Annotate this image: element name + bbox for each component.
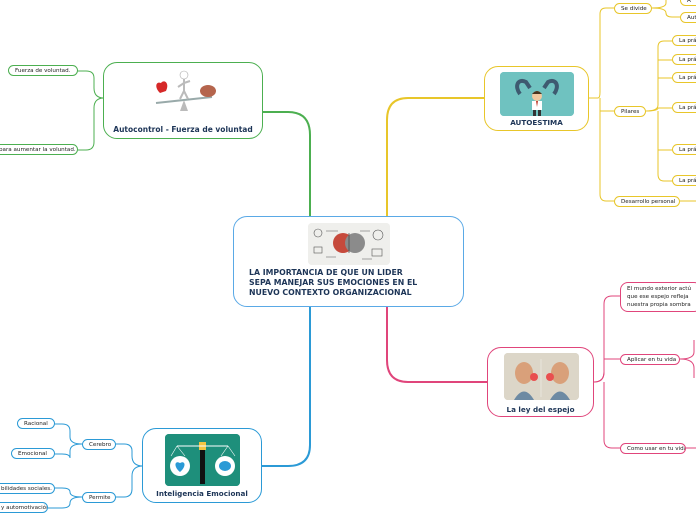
leaf-cerebro[interactable]: Cerebro: [82, 439, 116, 450]
heart-brain-scale-image: [165, 434, 240, 486]
leaf-pilar-4[interactable]: La prá: [672, 102, 696, 113]
leaf-automotivacion[interactable]: y automotivación: [0, 502, 48, 513]
ley-del-espejo-node[interactable]: La ley del espejo: [487, 347, 594, 417]
autocontrol-title: Autocontrol - Fuerza de voluntad: [113, 125, 253, 134]
strong-person-image: [500, 72, 574, 116]
leaf-desarrollo-personal[interactable]: Desarrollo personal: [614, 196, 680, 207]
leaf-fuerza-de-voluntad[interactable]: Fuerza de voluntad.: [8, 65, 78, 76]
leaf-pilar-3[interactable]: La prá: [672, 72, 696, 83]
leaf-pilares[interactable]: Pilares: [614, 106, 646, 117]
brain-collage-image: [308, 223, 390, 265]
central-topic-node[interactable]: LA IMPORTANCIA DE QUE UN LIDER SEPA MANE…: [233, 216, 464, 307]
central-topic-title: LA IMPORTANCIA DE QUE UN LIDER SEPA MANE…: [249, 268, 418, 297]
leaf-pilar-1[interactable]: La prá: [672, 35, 696, 46]
autoestima-title: AUTOESTIMA: [510, 118, 563, 127]
leaf-aumentar-voluntad[interactable]: para aumentar la voluntad.: [0, 144, 78, 155]
leaf-mundo-exterior[interactable]: El mundo exterior actú que ese espejo re…: [620, 282, 696, 312]
leaf-racional[interactable]: Racional: [17, 418, 55, 429]
ley-del-espejo-title: La ley del espejo: [506, 405, 575, 414]
leaf-se-divide[interactable]: Se divide: [614, 3, 652, 14]
leaf-se-divide-aut[interactable]: Aut: [680, 12, 696, 23]
leaf-permite[interactable]: Permite: [82, 492, 116, 503]
mirror-men-image: [504, 353, 579, 400]
autoestima-node[interactable]: AUTOESTIMA: [484, 66, 589, 131]
inteligencia-emocional-node[interactable]: Inteligencia Emocional: [142, 428, 262, 503]
leaf-pilar-5[interactable]: La prá: [672, 144, 696, 155]
leaf-aplicar-en-tu-vida[interactable]: Aplicar en tu vida: [620, 354, 680, 365]
leaf-pilar-2[interactable]: La prá: [672, 54, 696, 65]
leaf-pilar-6[interactable]: La prá: [672, 175, 696, 186]
inteligencia-emocional-title: Inteligencia Emocional: [156, 489, 248, 498]
leaf-emocional[interactable]: Emocional: [11, 448, 55, 459]
balance-heart-brain-image: [146, 69, 222, 113]
leaf-como-usar-en-tu-vida[interactable]: Como usar en tu vida: [620, 443, 686, 454]
leaf-se-divide-a[interactable]: A: [680, 0, 696, 6]
leaf-habilidades-sociales[interactable]: bilidades sociales.: [0, 483, 55, 494]
autocontrol-node[interactable]: Autocontrol - Fuerza de voluntad: [103, 62, 263, 139]
